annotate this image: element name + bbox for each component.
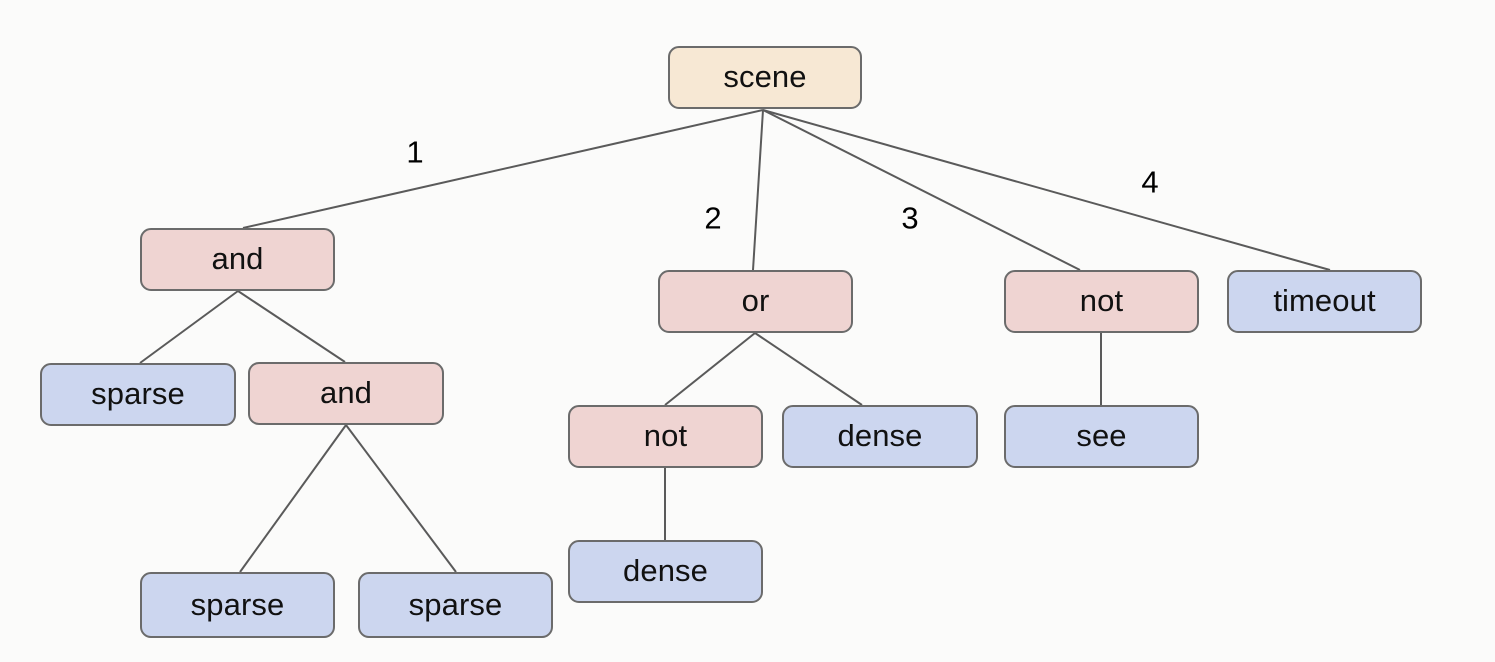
tree-edge xyxy=(752,109,764,271)
tree-node-sparse3[interactable]: sparse xyxy=(358,572,553,638)
tree-node-label: and xyxy=(319,375,373,410)
tree-node-label: sparse xyxy=(91,376,185,411)
tree-node-scene[interactable]: scene xyxy=(668,46,862,109)
edge-label-2: 2 xyxy=(704,200,722,236)
tree-node-and1[interactable]: and xyxy=(140,228,335,291)
tree-node-label: not xyxy=(1079,283,1124,318)
tree-node-label: dense xyxy=(837,418,923,453)
tree-node-and2[interactable]: and xyxy=(248,362,444,425)
tree-edge xyxy=(139,290,239,364)
edge-label-3: 3 xyxy=(901,200,919,236)
tree-edge xyxy=(762,109,1081,271)
tree-node-label: and xyxy=(211,241,264,276)
tree-edge xyxy=(754,332,863,406)
tree-node-not1[interactable]: not xyxy=(568,405,763,468)
tree-edge xyxy=(762,109,1331,271)
tree-node-label: timeout xyxy=(1273,283,1376,318)
tree-node-label: or xyxy=(741,283,770,318)
tree-node-label: not xyxy=(643,418,688,453)
tree-node-label: sparse xyxy=(408,586,503,622)
tree-edge xyxy=(242,109,764,229)
tree-node-dense1[interactable]: dense xyxy=(782,405,978,468)
tree-edge xyxy=(237,290,346,363)
tree-node-sparse1[interactable]: sparse xyxy=(40,363,236,426)
tree-node-or1[interactable]: or xyxy=(658,270,853,333)
tree-node-label: see xyxy=(1076,418,1127,453)
tree-node-label: dense xyxy=(623,553,708,588)
tree-node-timeout[interactable]: timeout xyxy=(1227,270,1422,333)
tree-edge xyxy=(664,332,756,406)
edge-label-4: 4 xyxy=(1141,164,1159,200)
tree-edge xyxy=(239,424,347,573)
edge-label-1: 1 xyxy=(406,134,424,170)
tree-node-not2[interactable]: not xyxy=(1004,270,1199,333)
tree-node-see[interactable]: see xyxy=(1004,405,1199,468)
tree-node-dense2[interactable]: dense xyxy=(568,540,763,603)
tree-node-sparse2[interactable]: sparse xyxy=(140,572,335,638)
tree-node-label: sparse xyxy=(190,586,285,622)
tree-edge xyxy=(345,424,457,573)
tree-node-label: scene xyxy=(723,59,807,94)
